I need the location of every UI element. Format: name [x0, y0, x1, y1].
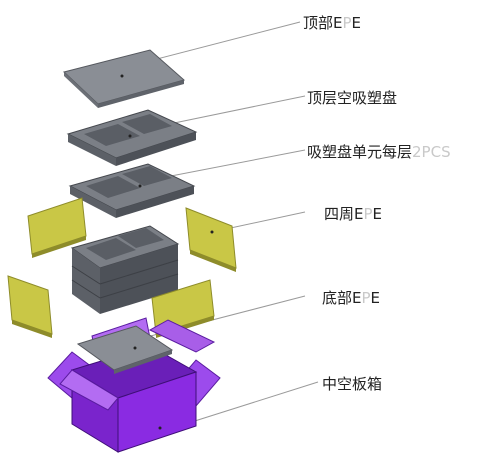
label-bottom-epe: 底部EPE: [322, 289, 380, 307]
label-carton: 中空板箱: [322, 375, 382, 393]
bottom-epe-sheet: [76, 325, 174, 374]
side-panel-right-upper: [185, 207, 237, 272]
hollow-board-carton: [47, 317, 221, 453]
label-top-tray: 顶层空吸塑盘: [307, 89, 397, 107]
side-panel-left-lower: [7, 275, 53, 338]
label-side-epe: 四周EPE: [324, 205, 382, 223]
top-epe-sheet: [62, 49, 186, 108]
top-empty-tray: [66, 109, 198, 166]
label-top-epe: 顶部EPE: [303, 14, 361, 32]
label-tray-per-layer: 吸塑盘单元每层2PCS: [307, 143, 451, 161]
side-panel-left-upper: [27, 197, 87, 258]
stacked-tray-block: [70, 225, 180, 314]
tray-per-layer: [68, 163, 196, 218]
